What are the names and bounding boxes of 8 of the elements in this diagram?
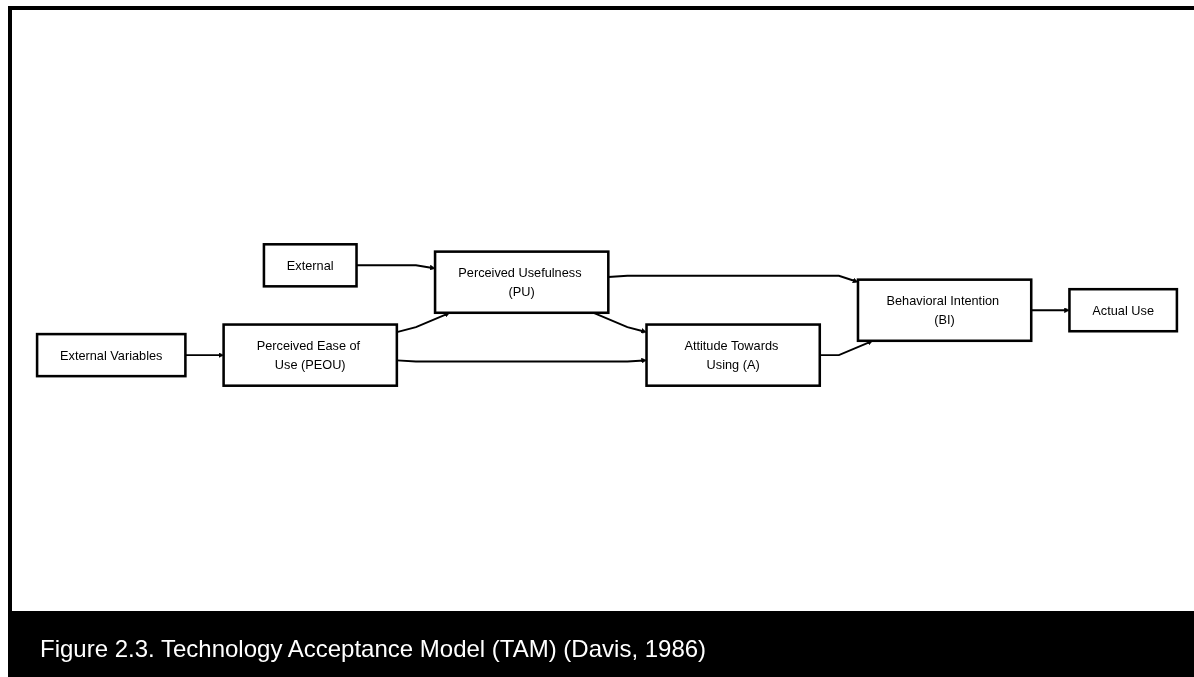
node-box: Attitude Towards Using (A) [645,323,822,387]
node-box: External Variables [35,332,187,378]
node-box: Actual Use [1068,287,1179,333]
node-box: Behavioral Intention (BI) [856,278,1033,343]
caption: Figure 2.3. Technology Acceptance Model (TAM) (Davis, 1986) [40,635,707,663]
node-box: External [262,243,358,288]
node-box: Perceived Usefulness (PU) [433,250,610,315]
node-box: Perceived Ease of Use (PEOU) [222,323,399,387]
